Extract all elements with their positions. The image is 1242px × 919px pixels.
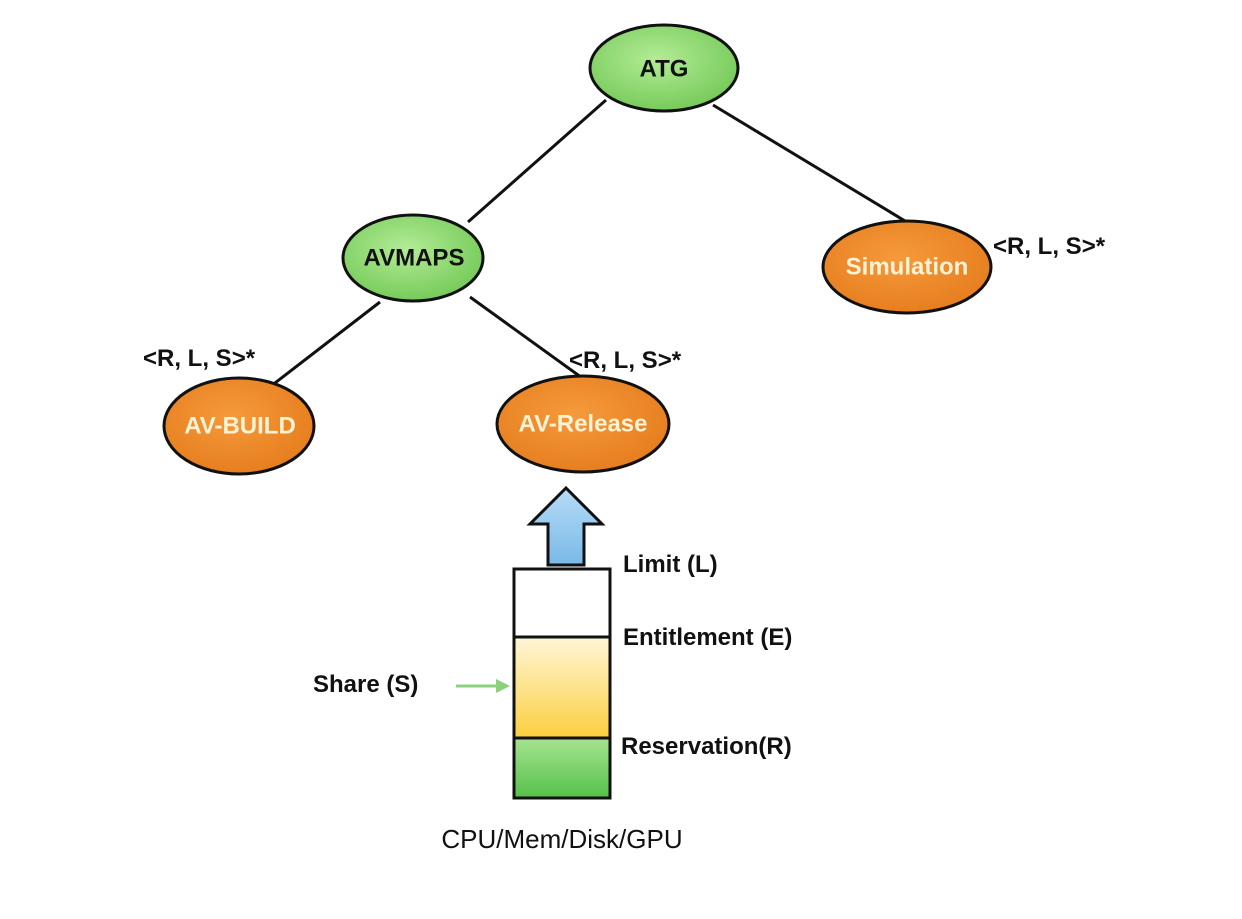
annotation-av-build: <R, L, S>* bbox=[143, 345, 256, 372]
node-atg-label: ATG bbox=[640, 55, 689, 82]
edge-atg-simulation bbox=[712, 103, 911, 226]
resource-caption: CPU/Mem/Disk/GPU bbox=[441, 824, 682, 854]
edge-avmaps-avrelease bbox=[469, 295, 586, 382]
node-simulation-label: Simulation bbox=[846, 253, 969, 280]
share-label: Share (S) bbox=[313, 671, 418, 698]
limit-segment bbox=[512, 567, 612, 639]
entitlement-label: Entitlement (E) bbox=[623, 624, 792, 651]
reservation-segment bbox=[512, 736, 612, 800]
node-simulation: Simulation bbox=[821, 219, 993, 315]
annotation-simulation: <R, L, S>* bbox=[993, 233, 1106, 260]
share-arrow-icon bbox=[456, 679, 510, 693]
node-avmaps-label: AVMAPS bbox=[364, 244, 465, 271]
node-avmaps: AVMAPS bbox=[341, 213, 485, 303]
node-av-release-label: AV-Release bbox=[519, 410, 648, 437]
node-atg: ATG bbox=[588, 23, 740, 113]
up-arrow-icon bbox=[526, 485, 606, 567]
resource-bar bbox=[512, 567, 612, 800]
node-av-build-label: AV-BUILD bbox=[184, 412, 296, 439]
edge-avmaps-avbuild bbox=[261, 300, 381, 395]
node-av-build: AV-BUILD bbox=[162, 376, 316, 476]
node-av-release: AV-Release bbox=[495, 374, 671, 474]
edge-atg-avmaps bbox=[467, 98, 607, 224]
reservation-label: Reservation(R) bbox=[621, 733, 792, 760]
limit-label: Limit (L) bbox=[623, 551, 718, 578]
annotation-av-release: <R, L, S>* bbox=[569, 347, 682, 374]
share-segment bbox=[512, 635, 612, 740]
